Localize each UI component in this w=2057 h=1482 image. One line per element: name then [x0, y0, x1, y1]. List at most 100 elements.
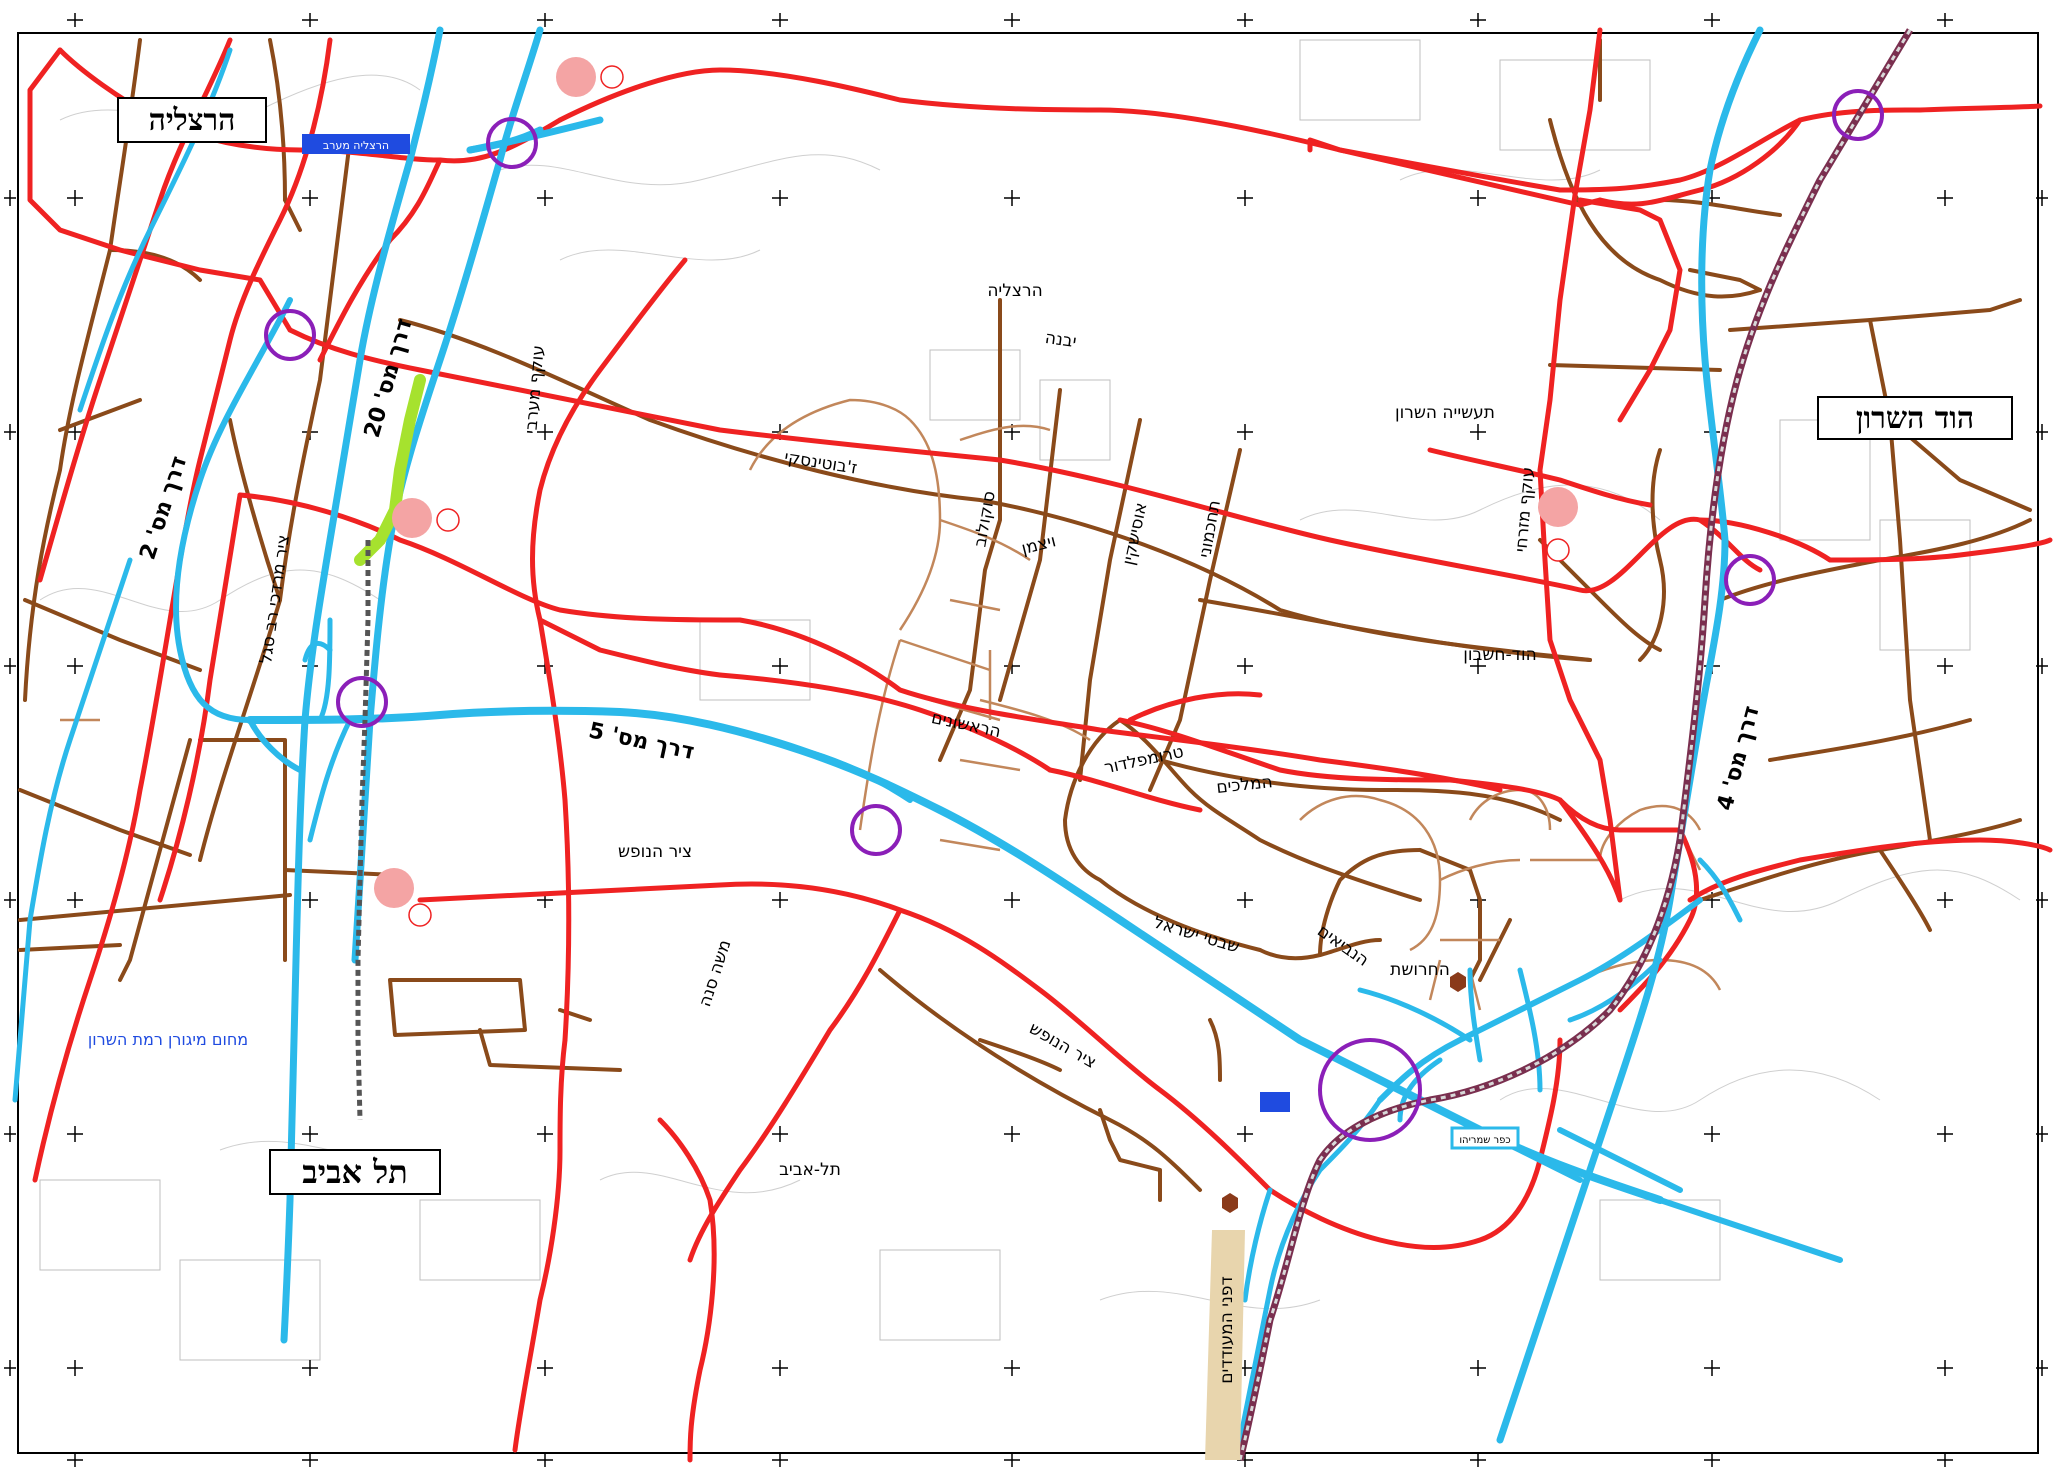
- grid-cross: [1937, 892, 1953, 908]
- grid-cross: [1237, 190, 1253, 206]
- box-kfar-shmaryahu: כפר שמריהו: [1459, 1135, 1510, 1146]
- interchange-rings: [264, 89, 1884, 1142]
- ring-herzliya-north: [486, 117, 538, 169]
- ring-route5-mid: [850, 804, 902, 856]
- grid-cross: [67, 892, 83, 908]
- frame-tick: [4, 190, 16, 206]
- street-haharoshet: החרושת: [1390, 960, 1450, 980]
- label-tel-aviv-small: תל-אביב: [779, 1160, 841, 1180]
- grid-cross: [1937, 1126, 1953, 1142]
- frame-tick: [772, 1453, 788, 1467]
- grid-cross: [67, 190, 83, 206]
- grid-cross: [772, 190, 788, 206]
- frame-tick: [1237, 13, 1253, 27]
- railway: [355, 28, 1914, 1461]
- frame-tick: [302, 13, 318, 27]
- neighborhood-streets: [60, 398, 1722, 1011]
- frame-tick: [1704, 1453, 1720, 1467]
- grid-cross: [1004, 190, 1020, 206]
- frame-tick: [2036, 424, 2048, 440]
- ring-route4-mid: [1724, 554, 1776, 606]
- label-herzliya-hood: הרצליה: [987, 281, 1042, 301]
- train-stations: [374, 57, 1578, 927]
- grid-cross: [537, 190, 553, 206]
- grid-cross: [1237, 658, 1253, 674]
- frame-tick: [537, 1453, 553, 1467]
- grid-cross: [1470, 424, 1486, 440]
- main-roads: [27, 27, 2053, 1463]
- ring-route2-5: [336, 676, 388, 728]
- frame-tick: [1937, 1453, 1953, 1467]
- frame-tick: [1004, 1453, 1020, 1467]
- city-tel-aviv: תל אביב: [302, 1153, 407, 1191]
- grid-cross: [302, 190, 318, 206]
- grid-cross: [1704, 1360, 1720, 1376]
- green-segment: [354, 374, 426, 566]
- label-dfni: דפני המעודדים: [1217, 1276, 1237, 1383]
- grid-cross: [1237, 424, 1253, 440]
- grid-cross: [302, 892, 318, 908]
- grid-cross: [1937, 190, 1953, 206]
- frame-tick: [4, 892, 16, 908]
- grid-cross: [1470, 1360, 1486, 1376]
- city-hod-hasharon: הוד השרון: [1856, 401, 1974, 436]
- frame-tick: [4, 658, 16, 674]
- grid-cross: [67, 658, 83, 674]
- park-strip: [1205, 1230, 1245, 1460]
- street-yavne: יבנה: [1044, 328, 1078, 352]
- frame-tick: [4, 1126, 16, 1142]
- grid-cross: [772, 658, 788, 674]
- grid-cross: [1937, 658, 1953, 674]
- frame-tick: [1470, 1453, 1486, 1467]
- ring-main-junction: [1318, 1038, 1422, 1142]
- grid-cross: [537, 424, 553, 440]
- grid-cross: [67, 1126, 83, 1142]
- grid-cross: [1004, 892, 1020, 908]
- frame-tick: [67, 1453, 83, 1467]
- label-airfield: מחום מיגורן רמת השרון: [88, 1030, 248, 1049]
- city-herzliya: הרצליה: [149, 103, 236, 138]
- frame-tick: [1937, 13, 1953, 27]
- frame-tick: [67, 13, 83, 27]
- grid-cross: [1237, 892, 1253, 908]
- grid-cross: [67, 1360, 83, 1376]
- grid-cross: [1937, 1360, 1953, 1376]
- street-tzir-hanofesh-n: ציר הנופש: [618, 842, 692, 862]
- grid-cross: [1004, 1360, 1020, 1376]
- frame-tick: [4, 1360, 16, 1376]
- stop-markers: [1222, 972, 1466, 1213]
- frame-tick: [2036, 658, 2048, 674]
- grid-cross: [1704, 1126, 1720, 1142]
- frame-tick: [2036, 892, 2048, 908]
- frame-tick: [772, 13, 788, 27]
- boundary-labels: מחום מיגורן רמת השרון: [88, 1030, 248, 1049]
- grid-cross: [537, 1360, 553, 1376]
- frame-tick: [2036, 1360, 2048, 1376]
- grid-cross: [1004, 1126, 1020, 1142]
- grid-cross: [772, 892, 788, 908]
- grid-cross: [1237, 1126, 1253, 1142]
- street-hod-heshbon: הוד-חשבון: [1463, 645, 1536, 665]
- map-border: [17, 32, 2039, 1454]
- ring-route4-north: [1832, 89, 1884, 141]
- frame-tick: [1704, 13, 1720, 27]
- label-industry-sharon: תעשייה השרון: [1395, 403, 1495, 423]
- city-labels: הרצליה הוד השרון תל אביב: [117, 97, 2013, 1195]
- grid-cross: [772, 1360, 788, 1376]
- frame-tick: [1470, 13, 1486, 27]
- grid-cross: [1470, 190, 1486, 206]
- grid-cross: [67, 424, 83, 440]
- grid-cross: [537, 1126, 553, 1142]
- frame-tick: [2036, 190, 2048, 206]
- grid-cross: [302, 1126, 318, 1142]
- frame-tick: [302, 1453, 318, 1467]
- frame-tick: [537, 13, 553, 27]
- box-herzliya-station: הרצליה מערב: [323, 139, 389, 152]
- frame-tick: [4, 424, 16, 440]
- grid-cross: [302, 1360, 318, 1376]
- grid-cross: [1470, 658, 1486, 674]
- frame-tick: [2036, 1126, 2048, 1142]
- blue-boxes: הרצליה מערב כפר שמריהו: [302, 134, 1520, 1150]
